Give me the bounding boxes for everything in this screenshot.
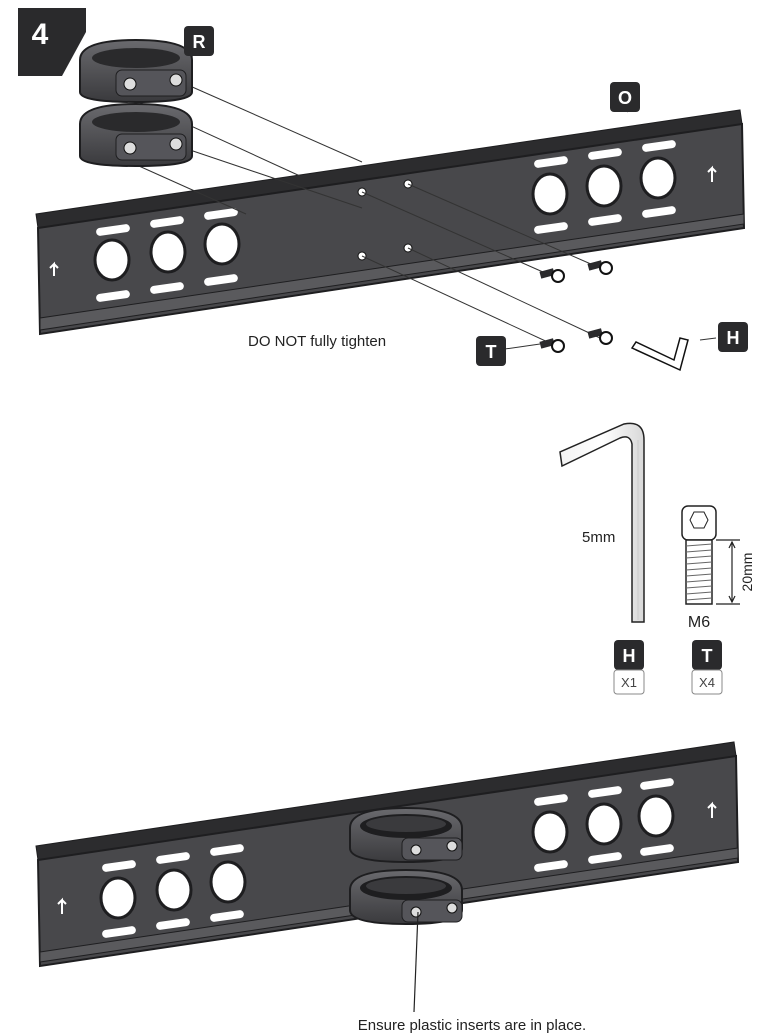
part-card-h: H X1	[613, 640, 645, 695]
bolt-thread: M6	[688, 614, 710, 631]
part-letter-h: H	[623, 646, 636, 666]
label-h: H	[727, 328, 740, 348]
bottom-rail	[35, 741, 740, 1013]
rail-holes-left	[93, 208, 241, 302]
up-arrow-icon	[707, 801, 717, 818]
up-arrow-icon	[57, 897, 67, 914]
up-arrow-icon	[49, 261, 59, 276]
label-badge-t: T	[476, 336, 506, 366]
clamp-mounted-upper	[349, 806, 463, 864]
part-qty-h: X1	[621, 675, 637, 690]
screw	[539, 338, 565, 353]
rail-bottom-lip	[39, 213, 745, 331]
clamp-upper	[79, 38, 193, 104]
label-r: R	[193, 32, 206, 52]
part-card-t: T X4	[691, 640, 723, 695]
assembly-lines	[129, 49, 717, 351]
label-badge-o: O	[610, 82, 640, 112]
hex-key-icon	[559, 422, 645, 623]
clamp-mounted-lower	[349, 868, 463, 926]
callout-line	[413, 911, 419, 1013]
note-inserts: Ensure plastic inserts are in place.	[358, 1017, 586, 1034]
note-do-not-tighten: DO NOT fully tighten	[248, 333, 386, 350]
part-letter-t: T	[702, 646, 713, 666]
label-o: O	[618, 88, 632, 108]
rail-holes-right	[531, 778, 675, 872]
part-qty-t: X4	[699, 675, 715, 690]
up-arrow-icon	[707, 165, 717, 182]
screw	[539, 268, 565, 283]
step-badge: 4	[18, 8, 86, 76]
bolt-icon	[681, 505, 717, 605]
hex-key-small	[630, 337, 689, 372]
bolt-dimension-line	[716, 539, 740, 605]
label-badge-h: H	[718, 322, 748, 352]
bolt-length: 20mm	[739, 553, 755, 592]
hex-key-dimension: 5mm	[582, 529, 615, 546]
screw-group	[539, 260, 613, 353]
parts-legend: 5mm 20mm M6 H X1 T X4	[559, 422, 755, 695]
screw	[587, 328, 613, 345]
label-badge-r: R	[184, 26, 214, 56]
screw	[587, 260, 613, 275]
label-t: T	[486, 342, 497, 362]
clamp-lower	[79, 102, 193, 168]
rail-holes-left	[99, 844, 247, 938]
step-number: 4	[32, 18, 49, 51]
rail-holes-right	[531, 140, 677, 234]
